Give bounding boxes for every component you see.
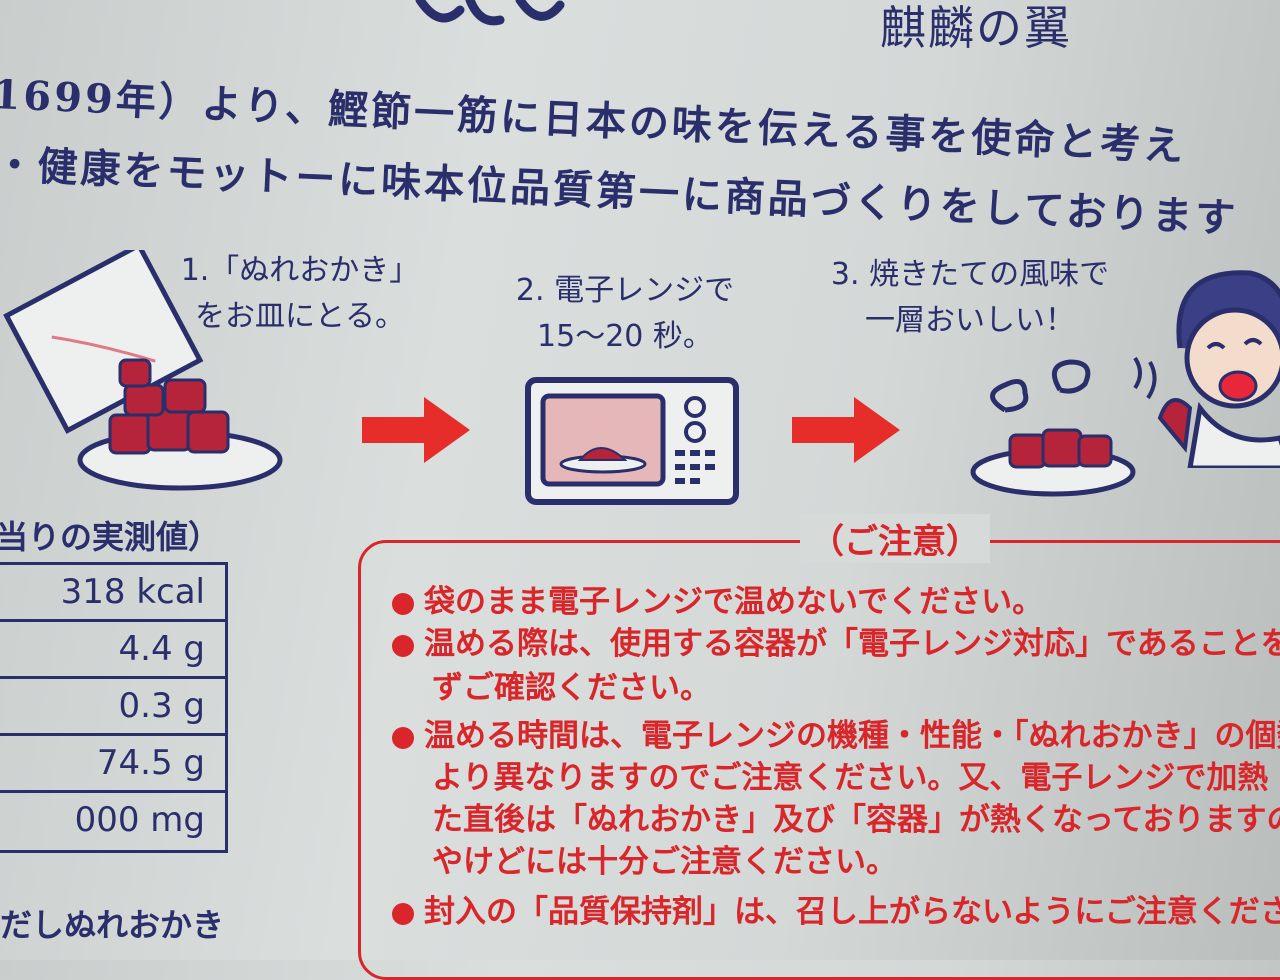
red-bullet-icon	[392, 634, 414, 657]
caution-item-4: 封入の「品質保持剤」は、召し上がらないようにご注意くださ	[392, 892, 1280, 932]
caution-item-3-cont-1: より異なりますのでご注意ください。又、電子レンジで加熱	[432, 760, 1269, 796]
step-1-line-1: 1.「ぬれおかき」	[180, 253, 420, 288]
brand-title-fragment	[0, 0, 600, 32]
caution-item-1: 袋のまま電子レンジで温めないでください。	[392, 582, 1043, 622]
nutrition-carbohydrate: 74.5 g	[0, 736, 225, 793]
steaming-plate-illustration	[965, 350, 1145, 504]
microwave-illustration	[525, 372, 740, 511]
brand-subtitle: 麒麟の翼	[880, 1, 1072, 55]
happy-person-illustration	[1130, 258, 1280, 472]
caution-item-3-cont-3: やけどには十分ご注意ください。	[432, 844, 897, 880]
nutrition-energy: 318 kcal	[0, 565, 225, 622]
caution-item-3-cont-2: た直後は「ぬれおかき」及び「容器」が熱くなっておりますの	[432, 802, 1280, 838]
red-bullet-icon	[392, 902, 414, 925]
nutrition-fat: 0.3 g	[0, 679, 225, 736]
step-2-line-1: 2. 電子レンジで	[515, 273, 735, 308]
nutrition-table: 318 kcal 4.4 g 0.3 g 74.5 g 000 mg	[0, 562, 228, 853]
step-3-text: 3. 焼きたての風味で 一層おいしい！	[810, 252, 1130, 344]
product-name: だしぬれおかき	[0, 906, 225, 944]
caution-item-2-cont: ずご確認ください。	[432, 670, 711, 706]
bag-and-plate-illustration	[0, 241, 290, 514]
step-3-line-2: 一層おいしい！	[865, 303, 1075, 338]
caution-item-2: 温める際は、使用する容器が「電子レンジ対応」であることを必	[392, 624, 1280, 664]
nutrition-sodium: 000 mg	[74, 800, 205, 840]
nutrition-title: 当りの実測値）	[0, 518, 221, 556]
caution-title: （ご注意）	[800, 514, 990, 563]
nutrition-protein: 4.4 g	[0, 622, 225, 679]
step-3-line-1: 3. 焼きたての風味で	[830, 257, 1110, 292]
step-2-text: 2. 電子レンジで 15〜20 秒。	[495, 268, 755, 360]
arrow-right-icon-2	[792, 395, 902, 465]
caution-item-3: 温める時間は、電子レンジの機種・性能・「ぬれおかき」の個数に	[392, 716, 1280, 756]
red-bullet-icon	[392, 592, 414, 615]
step-1-text: 1.「ぬれおかき」 をお皿にとる。	[160, 248, 440, 340]
step-2-line-2: 15〜20 秒。	[537, 319, 713, 354]
step-1-line-2: をお皿にとる。	[195, 299, 405, 334]
red-bullet-icon	[392, 726, 414, 749]
arrow-right-icon-1	[362, 395, 472, 465]
